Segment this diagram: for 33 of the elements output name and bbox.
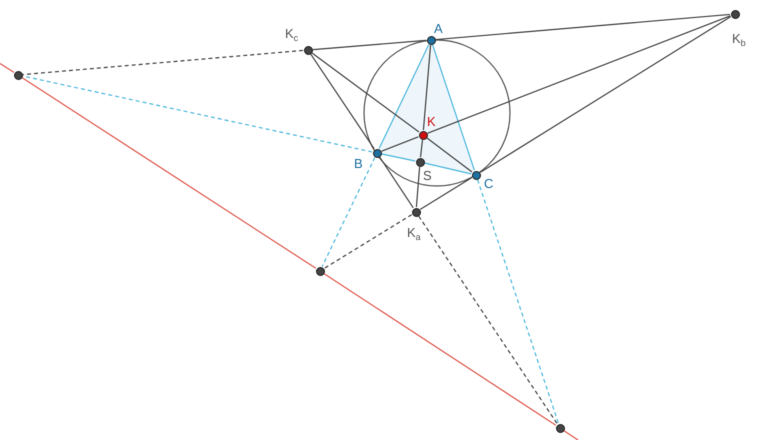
line-segment (480, 16, 732, 173)
line-segment (420, 140, 424, 158)
line-segment (420, 177, 472, 210)
point-label: K$_{c}$ (285, 26, 298, 45)
line-segment (416, 166, 420, 208)
line-segment (436, 14, 730, 40)
line-segment (422, 44, 432, 130)
line-segment (312, 52, 420, 133)
dashed-line (22, 75, 372, 153)
point-label: C (484, 176, 494, 191)
point-label: B (354, 156, 363, 171)
dashed-line (322, 157, 376, 267)
dashed-line (22, 50, 304, 76)
point-label: S (423, 168, 432, 183)
line-segment (310, 54, 375, 150)
line-segment (312, 40, 426, 50)
dashed-line (418, 216, 558, 424)
point-label: K (427, 114, 436, 129)
point-label: A (434, 21, 443, 36)
line-segment (432, 44, 475, 170)
point-label: K$_{b}$ (732, 31, 746, 50)
line-segment (379, 156, 414, 208)
line-segment (382, 153, 416, 162)
point-label: K$_{a}$ (407, 225, 421, 244)
line-segment (427, 15, 731, 134)
line-segment (426, 138, 472, 172)
dashed-line (324, 214, 412, 269)
line-segment (424, 162, 472, 174)
line-segment (378, 44, 430, 149)
line-segment (324, 273, 556, 426)
line-segment (22, 77, 316, 269)
dashed-line (477, 180, 559, 424)
line-segment (381, 136, 419, 152)
